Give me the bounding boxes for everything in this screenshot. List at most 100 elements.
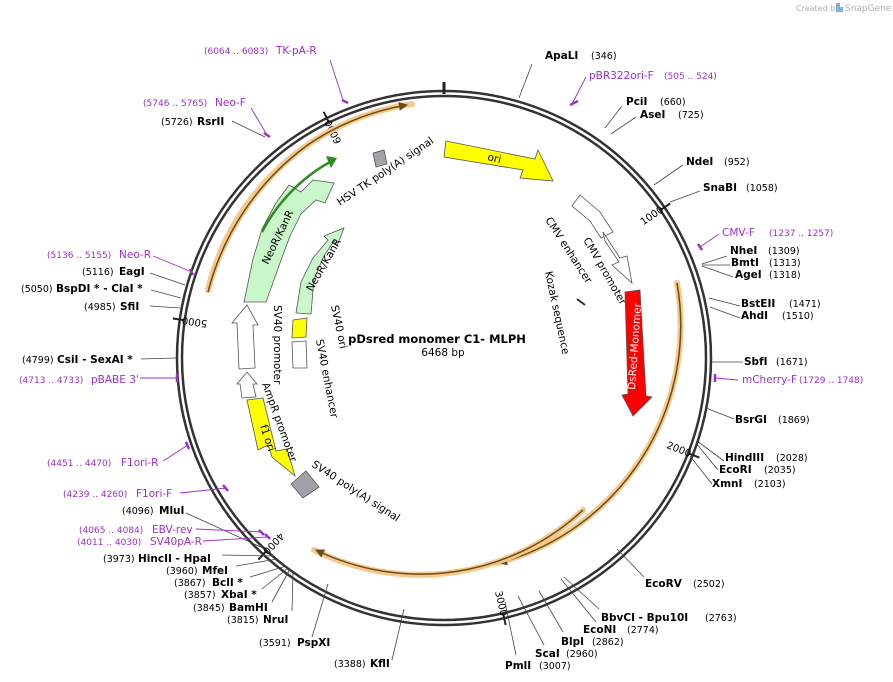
site-label[interactable]: PspXI xyxy=(297,637,330,649)
site-pos: (1510) xyxy=(782,311,814,322)
site-label[interactable]: NheI xyxy=(730,245,757,257)
sv40-enhancer-label: SV40 enhancer xyxy=(313,338,340,419)
site-label[interactable]: SnaBI xyxy=(703,182,737,194)
primer-mark-neo-f xyxy=(263,131,271,139)
cmv-promoter-feature[interactable] xyxy=(602,231,633,285)
hsv-tk-polya-label: HSV TK poly(A) signal xyxy=(335,135,436,209)
site-label[interactable]: SfiI xyxy=(120,301,139,313)
site-label[interactable]: EcoRV xyxy=(645,578,683,590)
site-pos: (1869) xyxy=(778,415,810,426)
site-pos: (2862) xyxy=(592,637,624,648)
primer-label[interactable]: mCherry-F xyxy=(742,374,797,386)
primer-range: (4239 .. 4260) xyxy=(63,490,127,500)
site-label[interactable]: AseI xyxy=(640,109,665,121)
orf-highlights xyxy=(205,101,684,578)
neor-kanr-inner-feature[interactable] xyxy=(295,227,345,315)
ori-feature[interactable] xyxy=(443,140,554,182)
primer-mark-f1ori-r xyxy=(184,441,191,450)
kozak-feature[interactable] xyxy=(576,298,586,306)
site-label[interactable]: EagI xyxy=(119,266,145,278)
site-label[interactable]: SbfI xyxy=(744,356,768,368)
primer-leader-ebv-rev xyxy=(195,528,263,533)
site-leader-lines xyxy=(140,63,743,661)
site-label[interactable]: EcoNI xyxy=(583,624,616,636)
primer-label[interactable]: pBABE 3' xyxy=(91,374,139,386)
primer-label[interactable]: SV40pA-R xyxy=(150,536,202,548)
site-pos: (1309) xyxy=(768,246,800,257)
site-label[interactable]: BsrGI xyxy=(735,414,767,426)
site-label[interactable]: XbaI * xyxy=(221,589,257,601)
primer-range: (5136 .. 5155) xyxy=(47,251,111,261)
site-label[interactable]: BlpI xyxy=(561,636,584,648)
primer-leader-sv40pa-r xyxy=(202,536,269,542)
site-label[interactable]: BstEII xyxy=(741,298,775,310)
site-pos: (725) xyxy=(678,110,704,121)
site-label[interactable]: MfeI xyxy=(202,565,228,577)
dsred-feature[interactable] xyxy=(621,289,653,417)
cmv-enhancer-feature[interactable] xyxy=(571,194,614,239)
neor-kanr-outer-feature[interactable] xyxy=(243,179,335,303)
site-pos: (2035) xyxy=(764,465,796,476)
site-pos: (4985) xyxy=(84,302,116,313)
site-label[interactable]: HincII - HpaI xyxy=(138,553,211,565)
snapgene-brand-text: SnapGene xyxy=(845,4,892,14)
site-label[interactable]: PmlI xyxy=(505,660,531,672)
leader-apali xyxy=(518,63,533,99)
site-label[interactable]: BamHI xyxy=(229,602,268,614)
site-label[interactable]: ApaLI xyxy=(545,50,578,62)
site-label[interactable]: XmnI xyxy=(712,478,742,490)
primer-label[interactable]: F1ori-F xyxy=(136,488,172,500)
site-label[interactable]: ScaI xyxy=(535,648,560,660)
site-label[interactable]: BclI * xyxy=(212,577,243,589)
hsv-tk-polya-feature[interactable] xyxy=(372,149,388,168)
site-pos: (2774) xyxy=(627,625,659,636)
primer-label[interactable]: CMV-F xyxy=(722,227,755,239)
sv40-ori-feature[interactable] xyxy=(291,317,308,339)
tick-mark xyxy=(687,452,700,459)
sv40-enhancer-feature[interactable] xyxy=(291,340,308,369)
site-label[interactable]: NdeI xyxy=(686,156,713,168)
ampr-promoter-feature[interactable] xyxy=(236,371,258,399)
primer-range: (4065 .. 4084) xyxy=(79,526,143,536)
site-label[interactable]: EcoRI xyxy=(719,464,752,476)
site-pos: (3867) xyxy=(174,578,206,589)
site-label[interactable]: HindIII xyxy=(725,452,764,464)
tick-mark xyxy=(659,202,671,212)
site-label[interactable]: BmtI xyxy=(731,257,759,269)
leader-bcli xyxy=(249,565,287,578)
primer-label[interactable]: pBR322ori-F xyxy=(589,70,654,82)
site-label[interactable]: BspDI * - ClaI * xyxy=(56,283,143,295)
primer-labels: (6064 .. 6083) TK-pA-R pBR322ori-F (505 … xyxy=(19,45,863,548)
primer-range: (6064 .. 6083) xyxy=(204,47,268,57)
primer-leader-lines xyxy=(140,59,739,542)
leader-ecori xyxy=(695,442,719,471)
primer-leader-cmv-f xyxy=(699,233,720,248)
tick-mark xyxy=(172,317,185,322)
f1-ori-feature[interactable] xyxy=(246,397,296,478)
leader-pmli xyxy=(504,601,517,656)
site-pos: (346) xyxy=(591,51,617,62)
site-label[interactable]: AhdI xyxy=(741,310,768,322)
primer-mark-pbr322ori-f xyxy=(569,99,579,107)
sv40-polya-feature[interactable] xyxy=(290,470,320,499)
primer-label[interactable]: EBV-rev xyxy=(152,524,193,536)
leader-eagi xyxy=(149,272,186,286)
sv40-promoter-feature[interactable] xyxy=(231,304,259,370)
primer-label[interactable]: F1ori-R xyxy=(121,457,158,469)
site-pos: (3845) xyxy=(193,603,225,614)
site-label[interactable]: KflI xyxy=(370,658,390,670)
primer-label[interactable]: TK-pA-R xyxy=(275,45,317,57)
site-label[interactable]: BbvCI - Bpu10I xyxy=(601,612,688,624)
primer-leader-f1ori-r xyxy=(162,444,189,462)
primer-label[interactable]: Neo-F xyxy=(215,97,246,109)
site-label[interactable]: PciI xyxy=(626,96,647,108)
primer-label[interactable]: Neo-R xyxy=(119,249,151,261)
site-label[interactable]: CsiI - SexAI * xyxy=(57,354,133,366)
site-label[interactable]: MluI xyxy=(159,505,184,517)
site-label[interactable]: RsrII xyxy=(197,116,224,128)
ori-label: ori xyxy=(486,151,502,166)
primer-leader-tk-pa-r xyxy=(329,59,344,101)
site-pos: (1058) xyxy=(746,183,778,194)
site-label[interactable]: AgeI xyxy=(735,269,762,281)
site-label[interactable]: NruI xyxy=(263,614,288,626)
